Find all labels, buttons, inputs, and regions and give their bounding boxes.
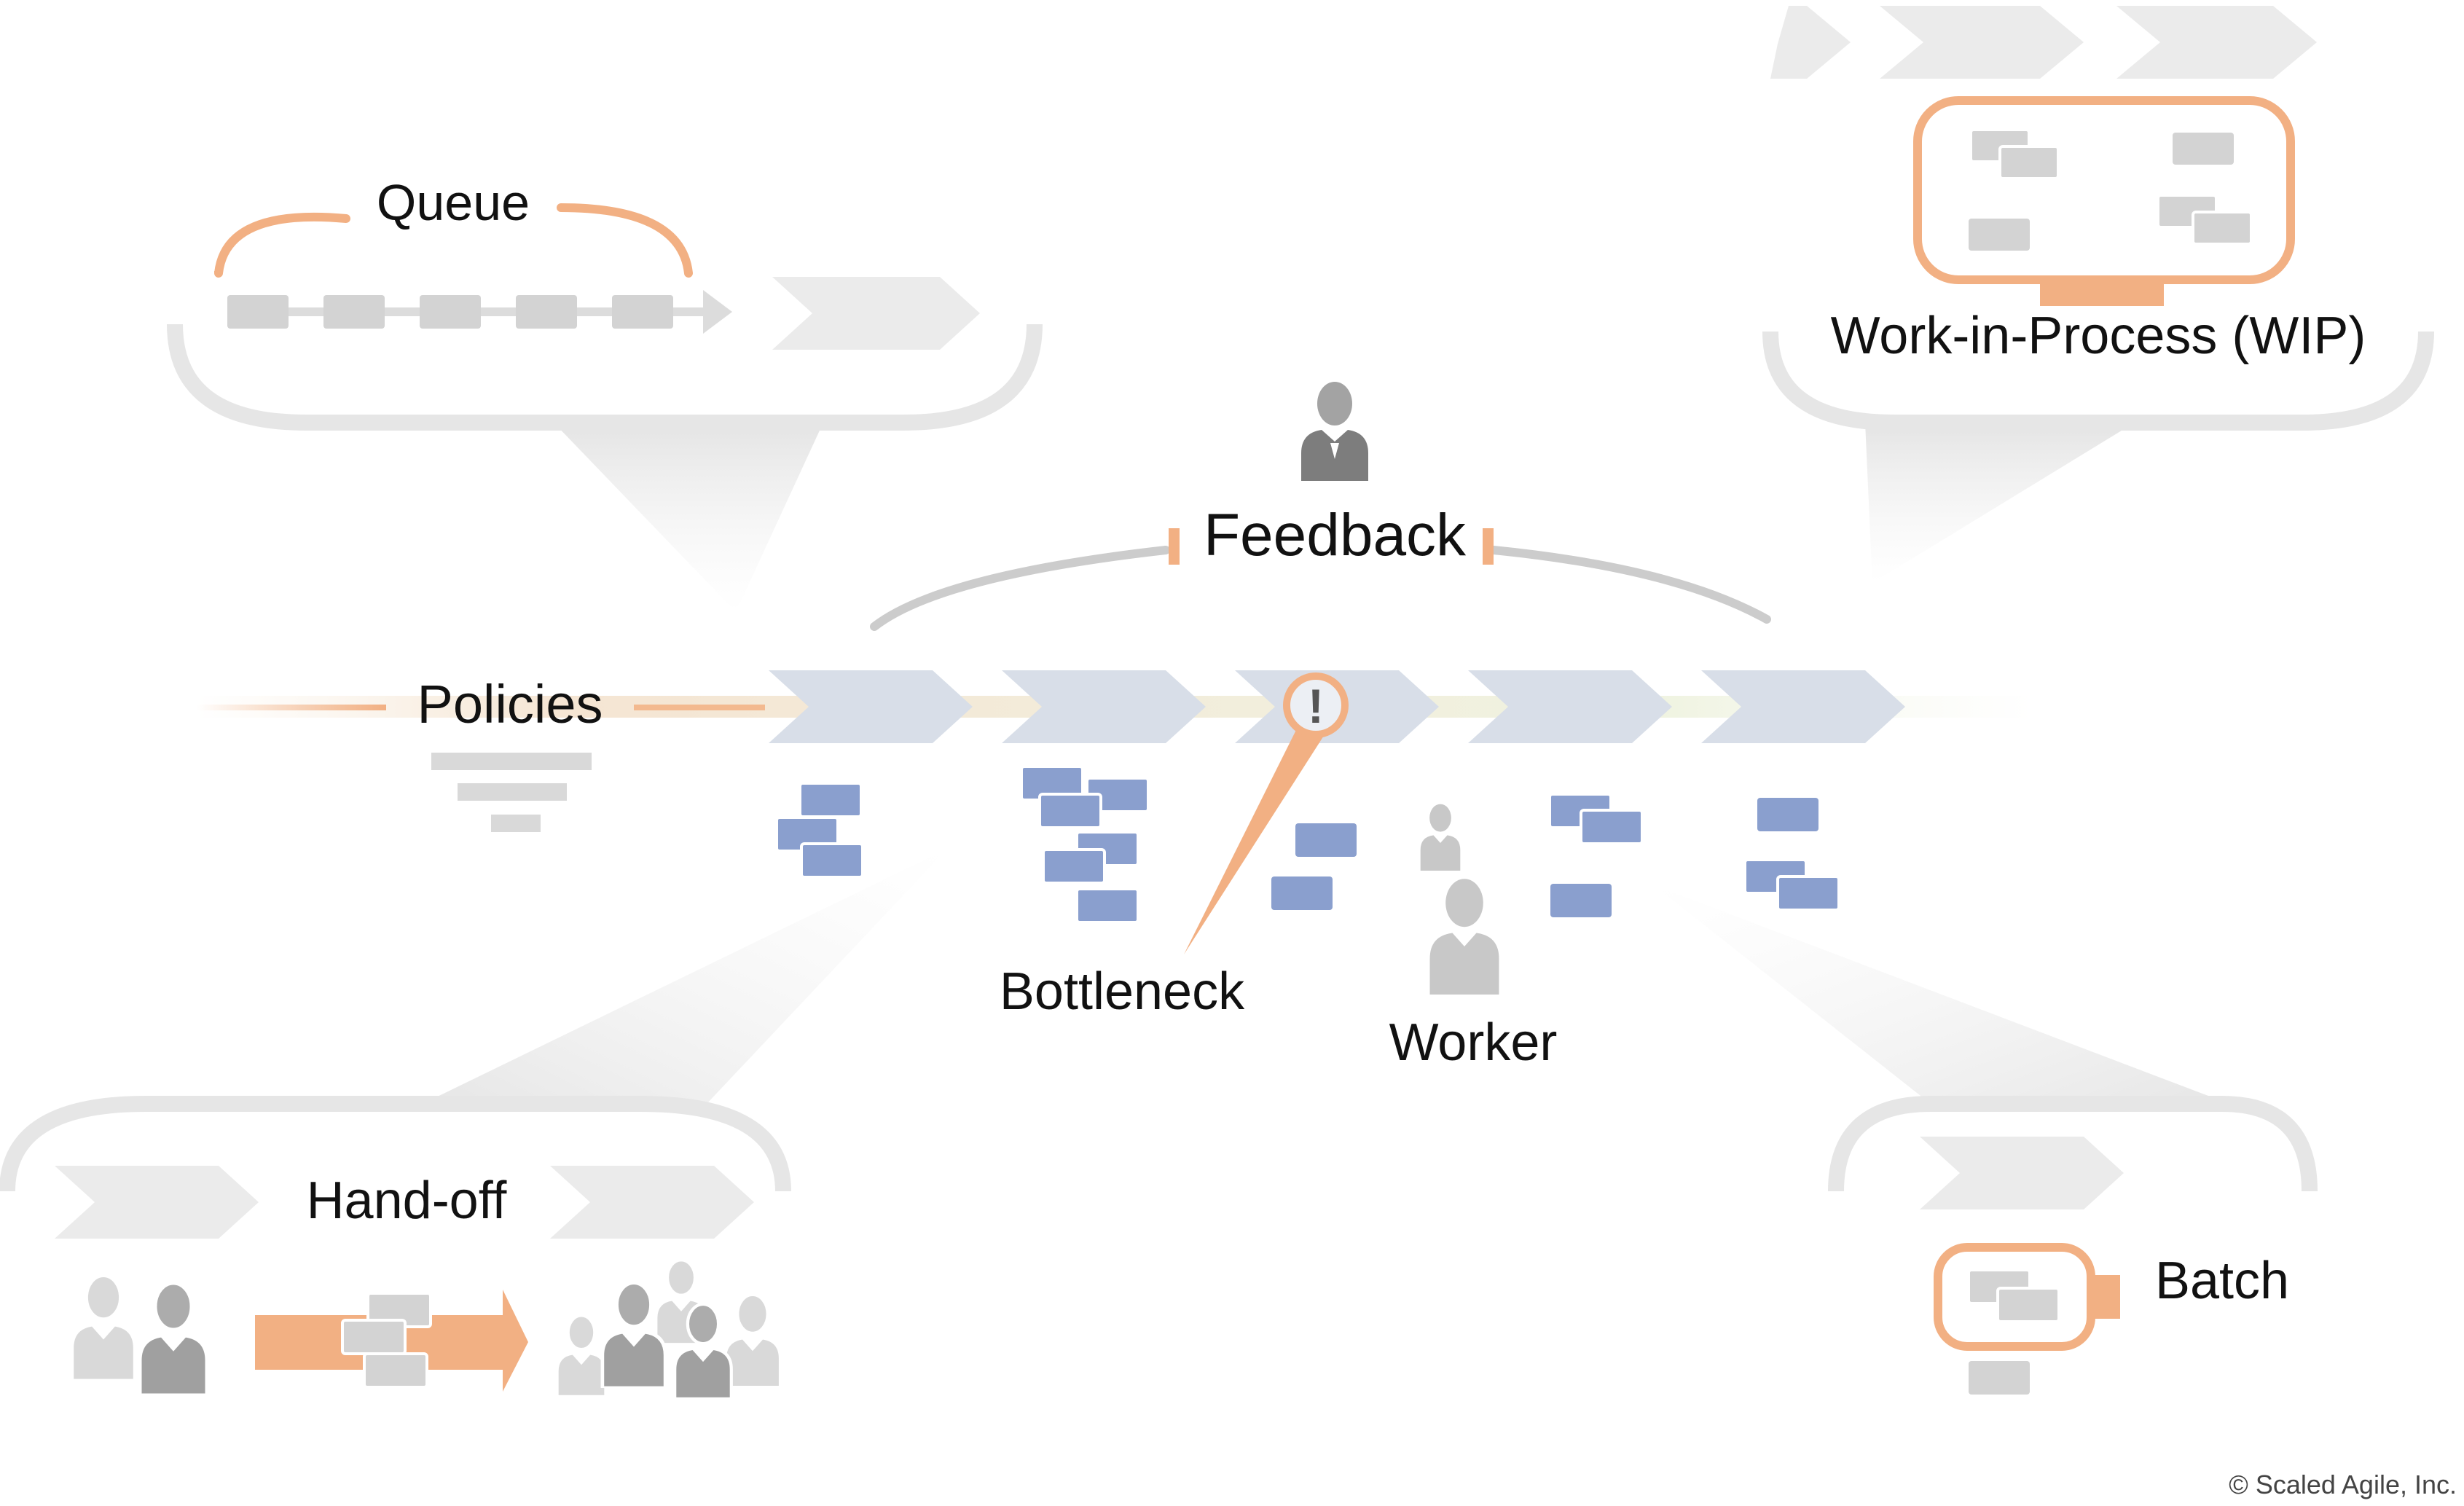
alert-mark: !: [1308, 679, 1324, 733]
work-item: [1580, 809, 1644, 845]
worker-label: Worker: [1389, 1013, 1558, 1072]
queue-item: [227, 295, 289, 329]
alert-exclamation-icon: [1283, 672, 1349, 738]
wip-item: [2173, 133, 2234, 165]
worker-person-icon: [1429, 879, 1499, 995]
wip-box: [1913, 96, 2295, 284]
worker-person-icon: [1420, 804, 1461, 871]
policies-line-right: [634, 705, 765, 710]
work-item: [1295, 823, 1357, 857]
queue-item: [516, 295, 577, 329]
wip-callout-bowl: [1762, 331, 2434, 431]
batch-chevron: [1920, 1137, 2124, 1209]
policies-label: Policies: [417, 674, 603, 734]
bottleneck-label: Bottleneck: [1000, 962, 1245, 1021]
person-icon: [556, 1314, 607, 1397]
handoff-item: [341, 1319, 407, 1355]
batch-callout: Batch: [1828, 1096, 2318, 1395]
feedback-tick-right: [1483, 528, 1494, 565]
wip-item: [1998, 145, 2060, 180]
feedback-group: Feedback: [870, 382, 1771, 631]
flow-step: [1002, 670, 1206, 743]
wip-box-tab: [2040, 280, 2164, 306]
flow-step: [769, 670, 973, 743]
wip-chevron: [1880, 6, 2084, 79]
wip-item: [1969, 219, 2030, 251]
handoff-chevron: [550, 1166, 754, 1239]
policies-funnel-icon: [431, 753, 592, 832]
queue-item: [420, 295, 481, 329]
handoff-callout: Hand-off: [0, 1096, 791, 1400]
handoff-label: Hand-off: [307, 1172, 508, 1230]
work-item: [1776, 875, 1840, 911]
batch-item: [1969, 1361, 2030, 1395]
copyright: © Scaled Agile, Inc.: [2229, 1470, 2457, 1499]
batch-label: Batch: [2155, 1252, 2289, 1310]
work-item: [1075, 887, 1139, 924]
feedback-label: Feedback: [1204, 502, 1467, 568]
callout-beams: [423, 423, 2229, 1104]
queue-callout-bowl: [167, 323, 1043, 431]
wip-label: Work-in-Process (WIP): [1831, 307, 2366, 365]
work-item: [1038, 793, 1102, 829]
queue-item: [323, 295, 385, 329]
queue-bracket: [214, 203, 693, 278]
bottleneck-pointer: [1184, 721, 1327, 954]
person-icon: [140, 1283, 207, 1395]
person-icon: [725, 1295, 780, 1387]
bottleneck-group: ! Bottleneck: [1000, 672, 1349, 1021]
handoff-people-left: [72, 1276, 207, 1395]
batch-item: [1996, 1287, 2060, 1323]
queue-label: Queue: [377, 174, 530, 231]
work-item: [1042, 848, 1106, 885]
work-item: [799, 782, 863, 818]
queue-item: [612, 295, 673, 329]
wip-chevron: [1770, 6, 1851, 79]
feedback-arc: [870, 546, 1771, 631]
handoff-item: [363, 1352, 428, 1389]
feedback-tick-left: [1169, 528, 1180, 565]
wip-chevron: [2116, 6, 2317, 79]
handoff-chevron: [55, 1166, 259, 1239]
flow-step: [1468, 670, 1672, 743]
wip-item: [2192, 211, 2253, 246]
work-item: [1757, 798, 1818, 831]
queue-items: [227, 290, 732, 334]
wip-callout: Work-in-Process (WIP): [1762, 6, 2434, 431]
work-items: [775, 765, 1840, 924]
work-item: [800, 842, 864, 879]
queue-chevron: [772, 277, 980, 350]
queue-callout: Queue: [167, 174, 1043, 431]
person-icon: [72, 1276, 135, 1381]
batch-box-tab: [2091, 1275, 2120, 1319]
work-item: [1550, 884, 1612, 917]
handoff-callout-bowl: [0, 1096, 791, 1192]
batch-callout-bowl: [1828, 1096, 2318, 1192]
handoff-people-right: [556, 1258, 780, 1400]
manager-person-icon: [1301, 382, 1368, 481]
flow-step: [1701, 670, 1905, 743]
person-icon: [603, 1283, 665, 1388]
work-item: [1271, 876, 1333, 910]
policies-line-left: [197, 705, 386, 710]
worker-group: Worker: [1389, 804, 1558, 1072]
